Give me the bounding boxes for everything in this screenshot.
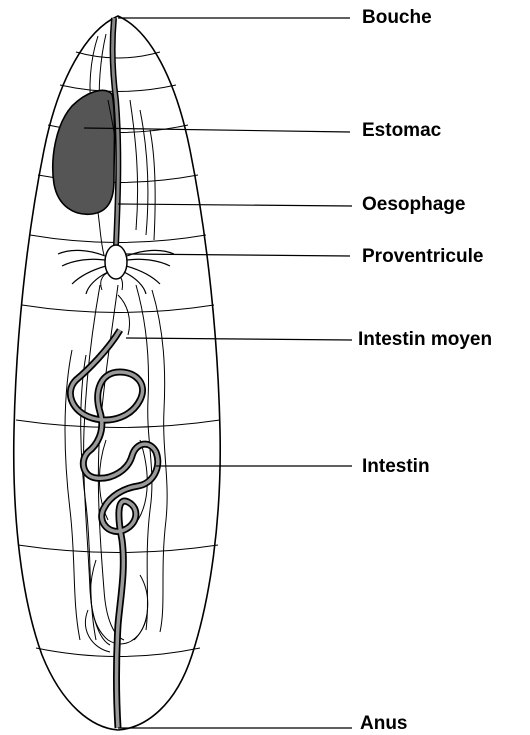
proventriculus xyxy=(105,245,127,279)
label-intestin: Intestin xyxy=(362,456,430,478)
label-anus: Anus xyxy=(360,713,408,735)
label-estomac: Estomac xyxy=(362,120,441,142)
label-oesophage: Oesophage xyxy=(362,194,465,216)
label-bouche: Bouche xyxy=(362,7,432,29)
label-intestin-moyen: Intestin moyen xyxy=(358,329,492,351)
label-proventricule: Proventricule xyxy=(362,246,483,268)
